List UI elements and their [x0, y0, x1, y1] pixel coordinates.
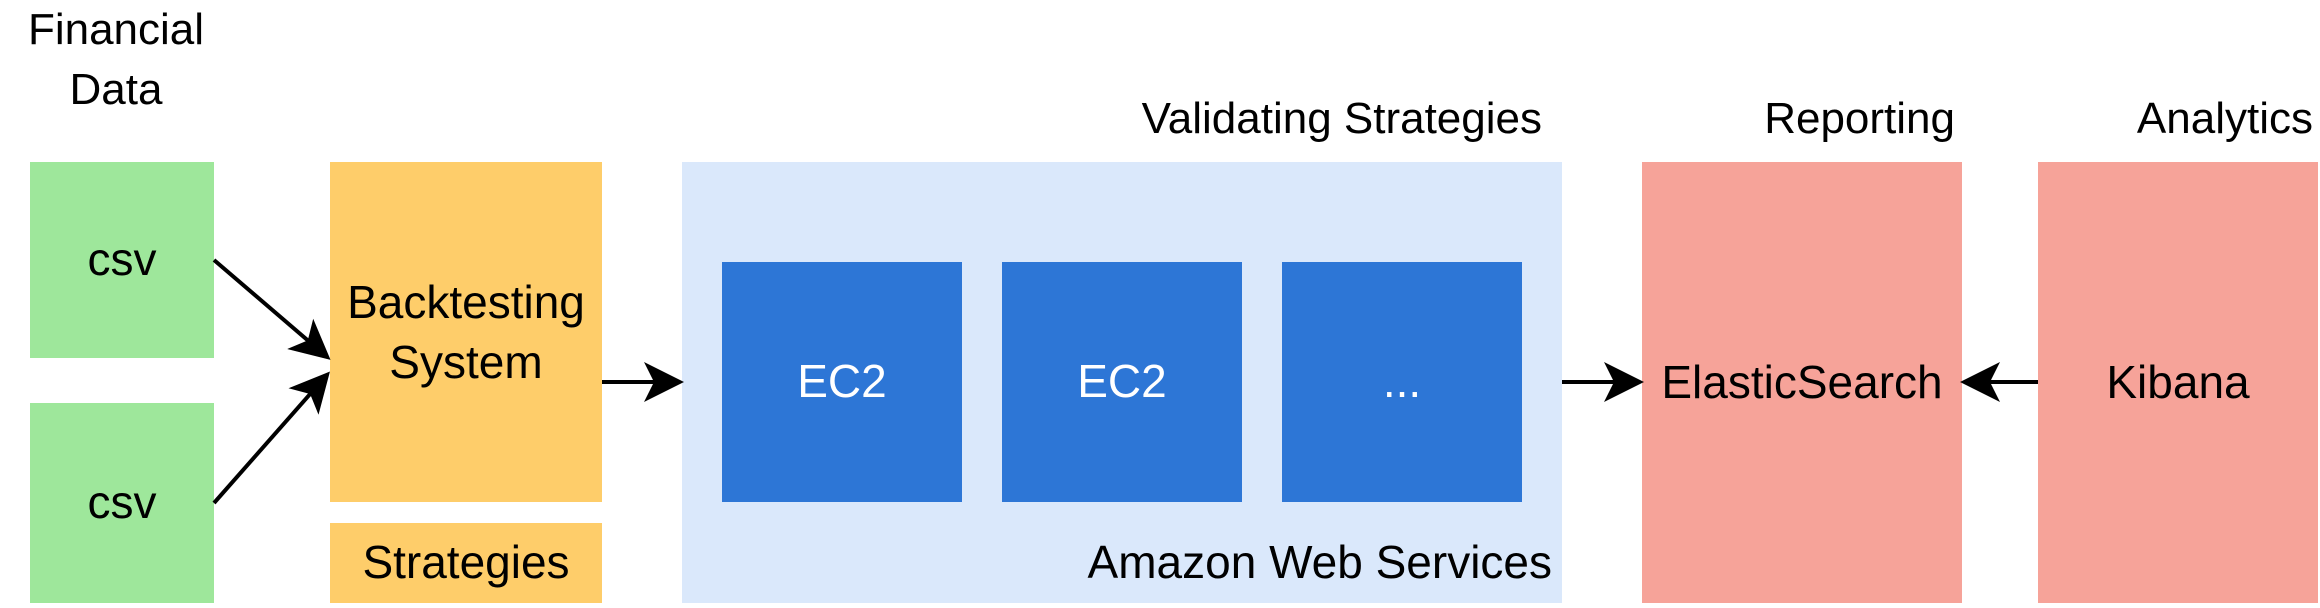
- csv-node-bottom: csv: [30, 403, 214, 603]
- csv-node-top-label: csv: [87, 233, 157, 286]
- arrow-csv-bottom-to-backtesting: [212, 371, 330, 505]
- csv-node-top: csv: [30, 162, 214, 358]
- elasticsearch-node: ElasticSearch: [1642, 162, 1962, 603]
- backtesting-system-node: Backtesting System: [330, 162, 602, 502]
- aws-label: Amazon Web Services: [1087, 536, 1552, 588]
- heading-validating-strategies: Validating Strategies: [1141, 94, 1542, 143]
- strategies-label: Strategies: [362, 536, 570, 589]
- csv-node-bottom-label: csv: [87, 476, 157, 529]
- ec2-node-more-label: ...: [1382, 355, 1422, 408]
- heading-financial-data: Financial Data: [27, 5, 205, 114]
- ec2-node-2-label: EC2: [1077, 355, 1167, 408]
- ec2-node-1: EC2: [722, 262, 962, 502]
- kibana-node: Kibana: [2038, 162, 2318, 603]
- ec2-node-more: ...: [1282, 262, 1522, 502]
- strategies-node: Strategies: [330, 523, 602, 603]
- ec2-node-2: EC2: [1002, 262, 1242, 502]
- elasticsearch-label: ElasticSearch: [1661, 355, 1943, 408]
- kibana-label: Kibana: [2106, 355, 2250, 408]
- heading-analytics: Analytics: [2136, 94, 2313, 143]
- backtesting-system-label: Backtesting System: [347, 276, 585, 388]
- heading-reporting: Reporting: [1764, 94, 1955, 143]
- arrow-csv-top-to-backtesting: [212, 258, 331, 360]
- ec2-node-1-label: EC2: [797, 355, 887, 408]
